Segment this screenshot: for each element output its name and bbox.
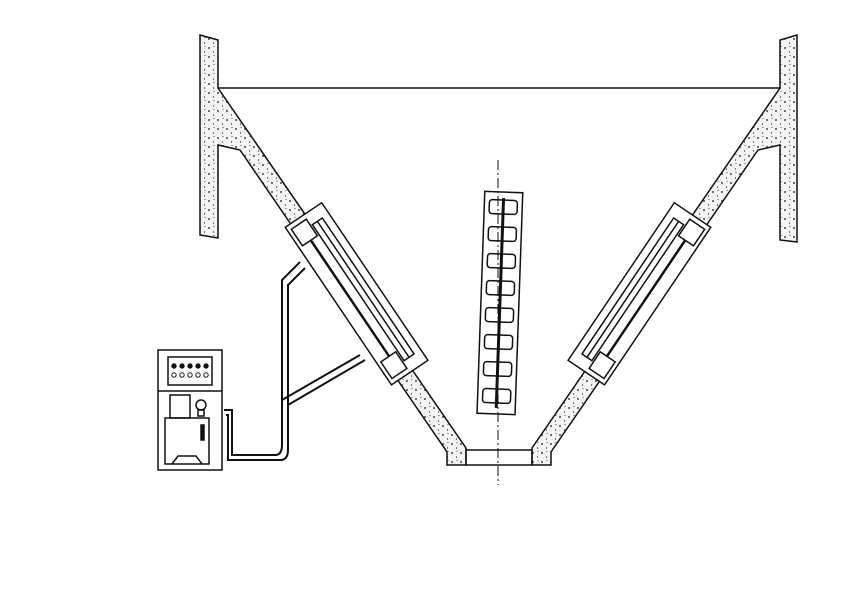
bottom-outlet	[465, 449, 533, 466]
control-knob	[171, 363, 177, 369]
bucket	[485, 279, 516, 297]
hydraulic-cylinder-unit-left	[284, 201, 429, 386]
control-knob	[187, 363, 193, 369]
control-knobs	[171, 363, 209, 378]
bucket	[482, 360, 513, 378]
hydraulic-hoses	[224, 261, 366, 461]
bucket	[483, 333, 514, 351]
control-knob	[171, 372, 177, 378]
concrete-hopper	[199, 33, 798, 485]
level-indicator	[200, 424, 205, 441]
control-knob	[195, 363, 201, 369]
control-knob	[179, 372, 185, 378]
control-knob	[195, 372, 201, 378]
bucket	[486, 252, 517, 270]
bucket	[481, 387, 512, 405]
bucket-elevator	[476, 190, 524, 416]
bucket	[488, 198, 519, 216]
control-knob	[179, 363, 185, 369]
bucket	[484, 306, 515, 324]
hydraulic-cylinder-unit-right	[567, 201, 712, 386]
elevator-casing	[476, 190, 524, 416]
control-knob	[187, 372, 193, 378]
motor	[169, 394, 191, 419]
control-knob	[203, 372, 209, 378]
bucket	[487, 225, 518, 243]
hydraulic-power-unit	[157, 349, 223, 471]
elevator-buckets	[481, 198, 519, 405]
control-panel	[167, 356, 213, 386]
control-knob	[203, 363, 209, 369]
